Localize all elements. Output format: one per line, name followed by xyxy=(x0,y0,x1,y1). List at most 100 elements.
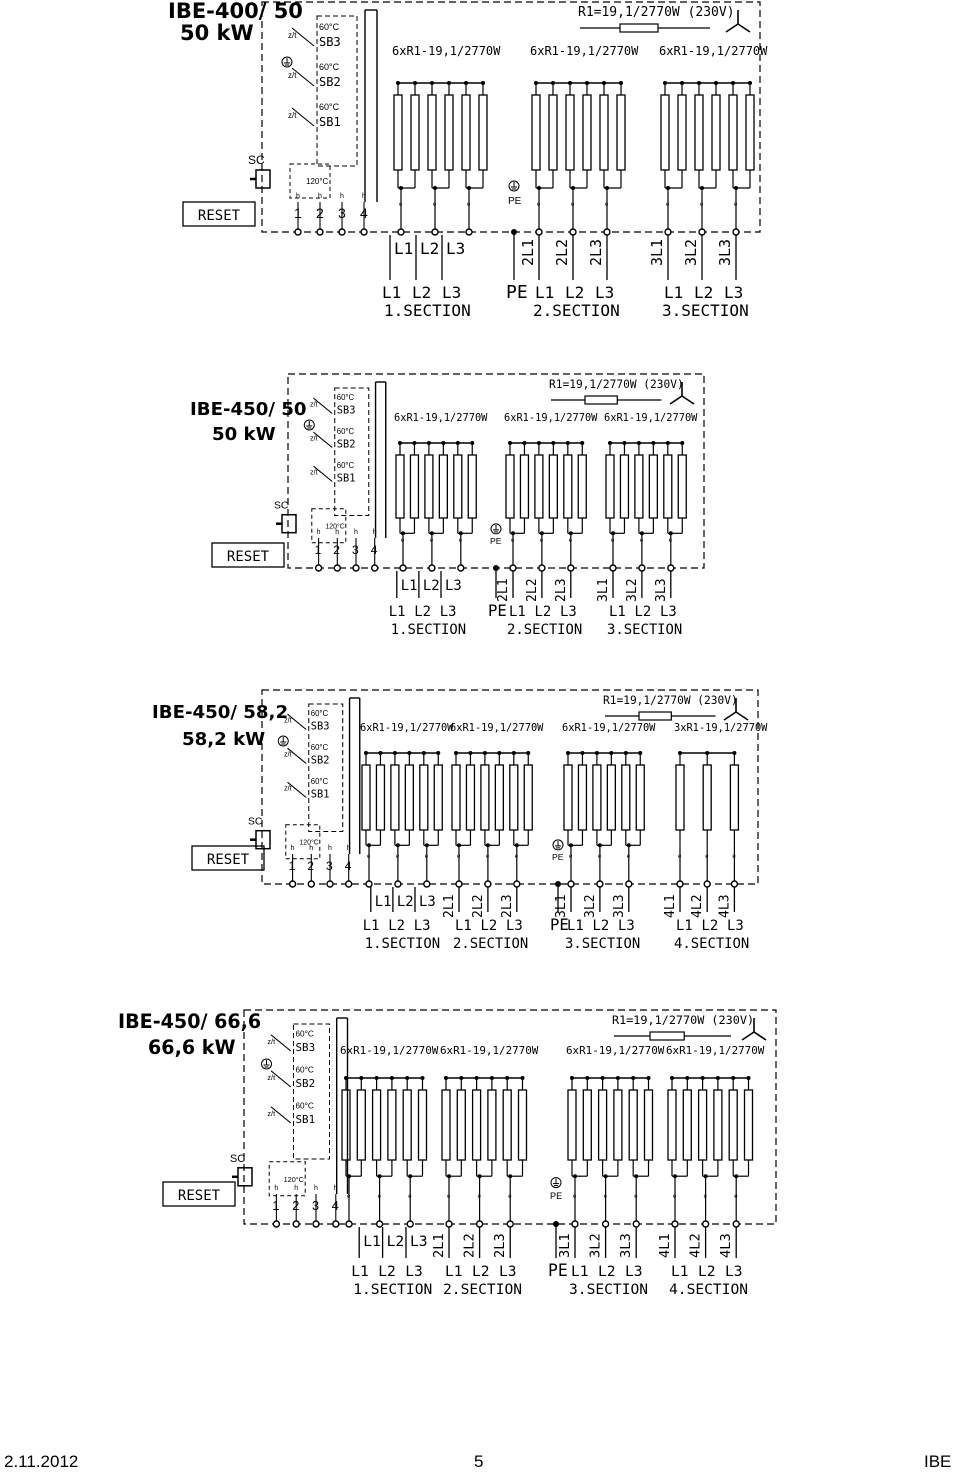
heating-resistor xyxy=(480,764,490,831)
sc-switch-icon xyxy=(281,513,297,534)
junction-dot xyxy=(364,751,368,755)
page-footer: 2.11.2012 5 IBE xyxy=(0,1452,960,1474)
heating-resistor xyxy=(451,764,461,831)
reset-label: RESET xyxy=(178,1188,221,1204)
thermostat-label-sb1: SB1 xyxy=(319,115,341,129)
junction-dot xyxy=(468,751,473,755)
terminal-ring xyxy=(399,564,407,572)
terminal-ring xyxy=(352,564,360,572)
junction-dot xyxy=(715,1076,720,1080)
heating-resistor xyxy=(361,764,371,831)
phase-label: L3 xyxy=(625,1263,643,1280)
phase-label: L2 xyxy=(598,1263,616,1280)
pe-phase-label: PE xyxy=(506,282,528,303)
section-label: 3.SECTION xyxy=(662,301,749,320)
thermostat-box xyxy=(293,1023,330,1160)
junction-dot xyxy=(609,751,614,755)
junction-dot xyxy=(608,441,612,445)
terminal-marker: e xyxy=(640,538,644,544)
star-arm xyxy=(669,395,683,405)
heating-resistor xyxy=(577,764,588,831)
resistor-group-label: 6xR1-19,1/2770W xyxy=(666,1044,765,1057)
temperature-label: 120°C xyxy=(284,1175,304,1184)
terminal-ring xyxy=(345,1220,353,1228)
thermostat-label-sb3: SB3 xyxy=(337,405,356,417)
phase-label: L3 xyxy=(595,283,614,302)
terminal-ring xyxy=(732,228,740,236)
terminal-marker: e xyxy=(569,538,573,544)
junction-dot xyxy=(392,751,397,755)
junction-dot xyxy=(534,81,538,85)
temperature-label: 120°C xyxy=(325,523,344,531)
terminal-ring xyxy=(664,228,672,236)
heating-resistor xyxy=(648,454,658,519)
junction-dot xyxy=(389,1076,394,1080)
heating-resistor xyxy=(694,94,704,171)
terminal-ring xyxy=(475,1220,484,1228)
diagram-title: IBE-400/ 50 xyxy=(168,0,303,23)
temperature-label: 60°C xyxy=(296,1030,314,1039)
terminal-marker: e xyxy=(669,538,673,544)
heating-resistor xyxy=(548,94,558,171)
heating-resistor xyxy=(390,764,400,831)
diagram-power: 50 kW xyxy=(180,21,254,45)
bottom-wire-label: 3L2 xyxy=(682,239,700,266)
earth-ring xyxy=(261,1058,272,1070)
resistor-group-label: 6xR1-19,1/2770W xyxy=(392,44,501,58)
bottom-wire-label: L3 xyxy=(410,1233,428,1250)
heating-resistor xyxy=(465,764,476,831)
junction-dot xyxy=(407,751,412,755)
h-label: h xyxy=(362,193,366,200)
terminal-marker: e xyxy=(508,1194,512,1200)
terminal-ring xyxy=(465,228,473,236)
resistor-group-label: 6xR1-19,1/2770W xyxy=(394,412,488,424)
diagram-power: 66,6 kW xyxy=(148,1036,236,1059)
section-label: 4.SECTION xyxy=(674,936,749,952)
heating-resistor xyxy=(505,454,515,519)
phase-label: L3 xyxy=(440,604,457,620)
bottom-wire-label: 3L3 xyxy=(654,578,669,602)
junction-dot xyxy=(585,1076,590,1080)
heating-resistor xyxy=(393,94,403,171)
junction-dot xyxy=(697,81,701,85)
junction-dot xyxy=(426,441,431,445)
section-label: 2.SECTION xyxy=(443,1281,522,1298)
junction-dot xyxy=(602,81,606,85)
thermostat-label-sb1: SB1 xyxy=(296,1113,316,1126)
terminal-marker: e xyxy=(347,1194,351,1200)
terminal-marker: e xyxy=(700,202,704,208)
junction-dot xyxy=(459,1076,464,1080)
heating-resistor xyxy=(660,94,670,171)
earth-icon xyxy=(490,523,502,535)
resistor-group-label: 3xR1-19,1/2770W xyxy=(674,722,768,734)
terminal-marker: e xyxy=(604,1194,608,1200)
terminal-marker: e xyxy=(573,1194,577,1200)
heating-resistor xyxy=(597,1089,608,1161)
resistor-spec-label: R1=19,1/2770W (230V) xyxy=(549,378,684,391)
terminal-marker: e xyxy=(425,854,429,860)
junction-dot xyxy=(551,81,555,85)
phase-label: L1 xyxy=(445,1263,463,1280)
heating-resistor xyxy=(410,94,420,171)
heating-resistor xyxy=(563,764,573,831)
bottom-wire-label: 3L2 xyxy=(583,894,598,918)
terminal-ring xyxy=(288,880,297,888)
bottom-wire-label: 2L3 xyxy=(554,578,569,602)
terminal-ring xyxy=(397,228,405,236)
bottom-wire-label: L3 xyxy=(445,578,462,594)
resistor-group-label: 6xR1-19,1/2770W xyxy=(659,44,768,58)
phase-label: L1 xyxy=(676,918,693,934)
junction-dot xyxy=(600,1076,605,1080)
earth-icon xyxy=(281,56,293,68)
earth-ring xyxy=(490,523,502,535)
resistor-symbol xyxy=(638,711,672,721)
phase-label: L1 xyxy=(382,283,401,302)
sc-label: SC xyxy=(248,817,263,828)
phase-label: L1 xyxy=(671,1263,689,1280)
junction-dot xyxy=(670,1076,674,1080)
heating-resistor xyxy=(467,454,477,519)
resistor-group-label: 6xR1-19,1/2770W xyxy=(562,722,656,734)
footer-brand: IBE xyxy=(924,1452,952,1471)
section-label: 2.SECTION xyxy=(453,936,528,952)
